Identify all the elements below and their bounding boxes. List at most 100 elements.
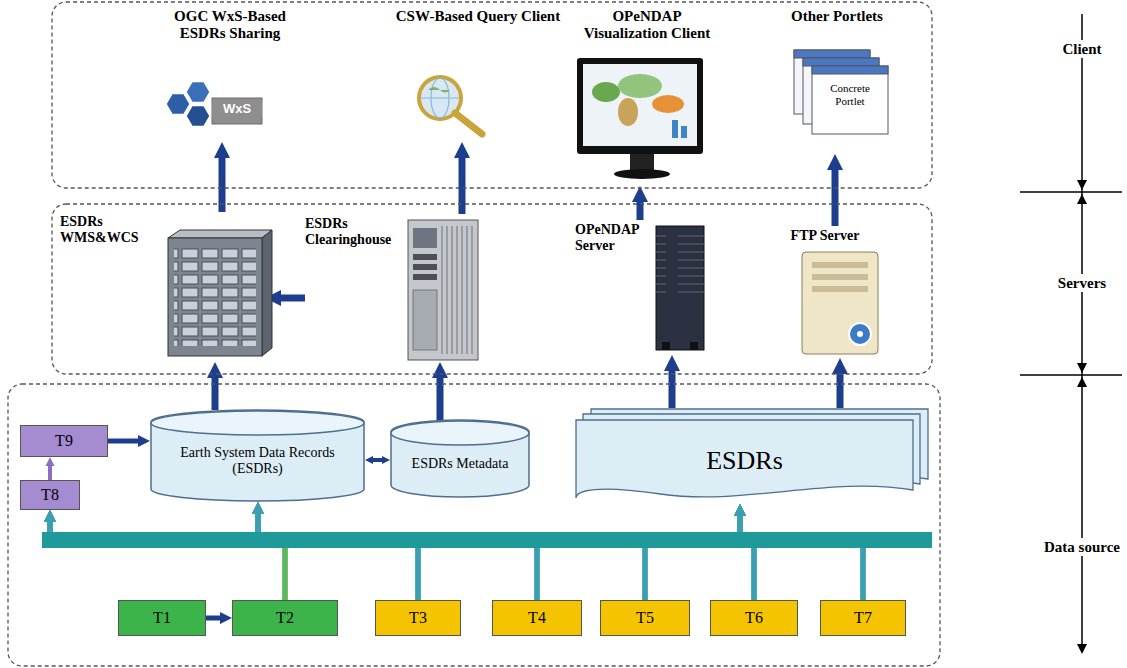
data-flow-arrow (837, 374, 844, 408)
client-component: CSW-Based Query Client (380, 6, 576, 142)
ftp-server-image (812, 274, 868, 280)
client-component: Other PortletsConcrete Portlet (755, 6, 919, 154)
node-text: T8 (41, 486, 59, 504)
tier-axis (1077, 644, 1087, 654)
monitor-icon (577, 58, 703, 179)
icon-text: WxS (212, 101, 262, 117)
data-flow-arrow (258, 514, 645, 600)
tool-box: T5 (600, 600, 690, 636)
query-icon (428, 87, 450, 93)
opendap-server-image (662, 342, 670, 350)
node-text: OPeNDAP Visualization Client (572, 8, 722, 43)
server: ESDRs WMS&WCS (60, 212, 265, 362)
node-text: T5 (636, 609, 654, 627)
monitor-icon (652, 95, 684, 113)
data-flow-arrow (669, 371, 676, 408)
map-server-image (168, 230, 272, 356)
server: OPeNDAP Server (575, 220, 705, 355)
client-band (52, 2, 932, 188)
ftp-server-image (857, 331, 863, 337)
data-flow-arrow (258, 514, 863, 600)
map-server-image (262, 230, 272, 356)
data-flow-arrow (459, 158, 466, 214)
opendap-server-image (656, 226, 704, 350)
monitor-icon (577, 58, 703, 154)
document-stack: ESDRs (575, 408, 930, 504)
ftp-server-image (802, 252, 878, 354)
tool-box: T3 (375, 600, 461, 636)
monitor-icon (618, 98, 638, 126)
clearinghouse-server-image (408, 220, 478, 360)
ftp-server-image (849, 323, 871, 345)
data-flow-arrow (258, 514, 754, 600)
tier-axis (1081, 14, 1083, 652)
node-text: ESDRs Clearinghouse (305, 216, 405, 248)
wxs-icon (186, 106, 210, 127)
tier-bands (8, 2, 940, 666)
wxs-icon (166, 82, 262, 127)
data-flow-arrow (258, 514, 285, 600)
ftp-server-image (812, 262, 868, 268)
query-icon (420, 97, 460, 98)
node-text: T4 (528, 609, 546, 627)
server: ESDRs Clearinghouse (305, 214, 480, 362)
client-component: OPeNDAP Visualization Client (560, 6, 734, 186)
data-bus (42, 532, 932, 548)
tier-label: Client (1050, 40, 1114, 58)
node-text: Other Portlets (767, 8, 907, 25)
monitor-icon (681, 126, 687, 138)
wxs-icon (166, 94, 190, 115)
cylinder-body (151, 410, 364, 501)
data-flow-arrow (418, 516, 740, 600)
cylinder-top (391, 421, 529, 445)
node-text: T3 (409, 609, 427, 627)
tier-axis (1020, 191, 1122, 193)
monitor-icon (672, 120, 678, 138)
map-server-image (168, 230, 272, 238)
data-flow-arrow (373, 458, 382, 462)
node-text: T6 (745, 609, 763, 627)
monitor-icon (592, 82, 620, 102)
wxs-icon (212, 98, 262, 124)
portlet-icon (812, 66, 888, 74)
data-flow-arrow (258, 514, 537, 600)
tool-box: T6 (710, 600, 798, 636)
data-flow-arrow (832, 170, 839, 226)
tool-box: T7 (820, 600, 906, 636)
server: FTP Server (748, 226, 902, 358)
node-text: T9 (55, 432, 73, 450)
node-text: OGC WxS-Based ESDRs Sharing (155, 8, 305, 43)
node-text: CSW-Based Query Client (392, 8, 564, 25)
tier-axis (1077, 377, 1087, 387)
data-flow-arrow (537, 516, 740, 600)
tier-axis (1020, 14, 1122, 654)
data-flow-arrow (740, 516, 863, 600)
tool-box: T8 (20, 480, 80, 510)
map-server-image (174, 248, 256, 346)
monitor-icon (614, 169, 670, 179)
monitor-icon (583, 64, 697, 146)
opendap-server-image (656, 226, 704, 350)
clearinghouse-server-image (408, 220, 478, 360)
node-text: FTP Server (760, 228, 890, 244)
tool-box: T1 (118, 600, 206, 636)
data-flow-arrow (212, 378, 219, 410)
map-server-image (168, 238, 262, 356)
database-cylinder: ESDRs Metadata (390, 420, 530, 498)
data-flow-arrow (206, 616, 220, 621)
data-flow-arrow (108, 439, 138, 444)
tool-box: T2 (232, 600, 338, 636)
tier-axis (1077, 194, 1087, 204)
tier-label: Servers (1045, 274, 1119, 292)
node-text: ESDRs (706, 446, 783, 476)
wxs-icon (186, 82, 210, 103)
tier-axis (1077, 363, 1087, 373)
data-flow-arrow (637, 202, 644, 220)
document-sheet (576, 420, 913, 498)
tool-box: T4 (492, 600, 582, 636)
node-text: Earth System Data Records (ESDRs) (165, 445, 350, 477)
database-cylinder: Earth System Data Records (ESDRs) (150, 410, 365, 502)
opendap-server-image (690, 342, 698, 350)
data-flow-arrow (285, 516, 740, 600)
